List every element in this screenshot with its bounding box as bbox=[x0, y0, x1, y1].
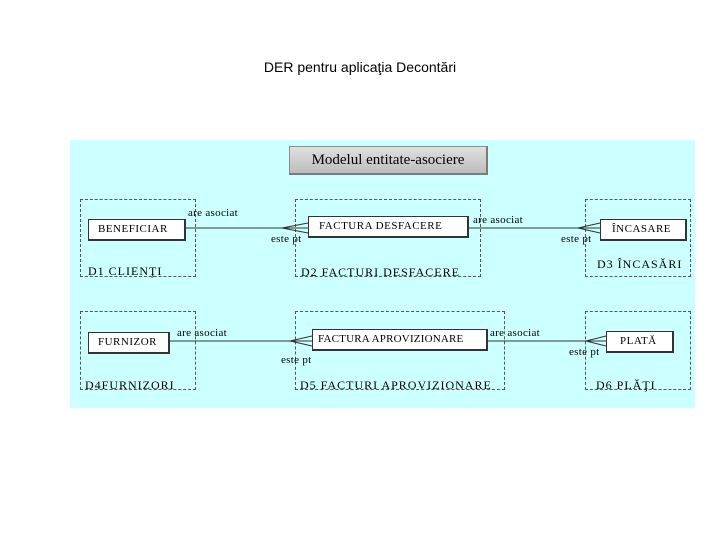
group-label-d5: D5 FACTURI APROVIZIONARE bbox=[300, 378, 492, 392]
entity-beneficiar: BENEFICIAR bbox=[88, 219, 186, 241]
relation-label-este-pt: este pt bbox=[271, 233, 302, 245]
relation-label-are-asociat: are asociat bbox=[490, 327, 541, 339]
diagram-header: Modelul entitate-asociere bbox=[289, 146, 488, 175]
relation-label-are-asociat: are asociat bbox=[473, 214, 524, 226]
group-label-d2: D2 FACTURI DESFACERE bbox=[301, 265, 460, 279]
slide-title: DER pentru aplicaţia Decontări bbox=[263, 59, 457, 75]
group-label-d6: D6 PLĂŢI bbox=[596, 378, 656, 392]
group-d2-facturi-desfacere bbox=[295, 199, 481, 277]
diagram-panel bbox=[70, 140, 695, 408]
group-label-d4: D4FURNIZORI bbox=[85, 378, 175, 392]
group-d1-clienti bbox=[80, 199, 196, 277]
entity-incasare: ÎNCASARE bbox=[600, 219, 687, 241]
relation-label-are-asociat: are asociat bbox=[177, 327, 228, 339]
group-d6-plati bbox=[585, 311, 691, 390]
entity-factura-aprovizionare: FACTURA APROVIZIONARE bbox=[312, 329, 488, 351]
entity-furnizor: FURNIZOR bbox=[88, 332, 170, 354]
group-d4-furnizori bbox=[80, 311, 196, 390]
group-d3-incasari bbox=[585, 199, 691, 277]
group-label-d1: D1 CLIENŢI bbox=[88, 264, 163, 278]
relation-label-este-pt: este pt bbox=[561, 233, 592, 245]
entity-plata: PLATĂ bbox=[606, 331, 674, 353]
group-label-d3: D3 ÎNCASĂRI bbox=[597, 257, 683, 271]
relation-label-are-asociat: are asociat bbox=[188, 207, 239, 219]
relation-label-este-pt: este pt bbox=[569, 346, 600, 358]
relation-label-este-pt: este pt bbox=[281, 354, 312, 366]
group-d5-facturi-aprovizionare bbox=[295, 311, 505, 390]
entity-factura-desfacere: FACTURA DESFACERE bbox=[308, 216, 469, 238]
